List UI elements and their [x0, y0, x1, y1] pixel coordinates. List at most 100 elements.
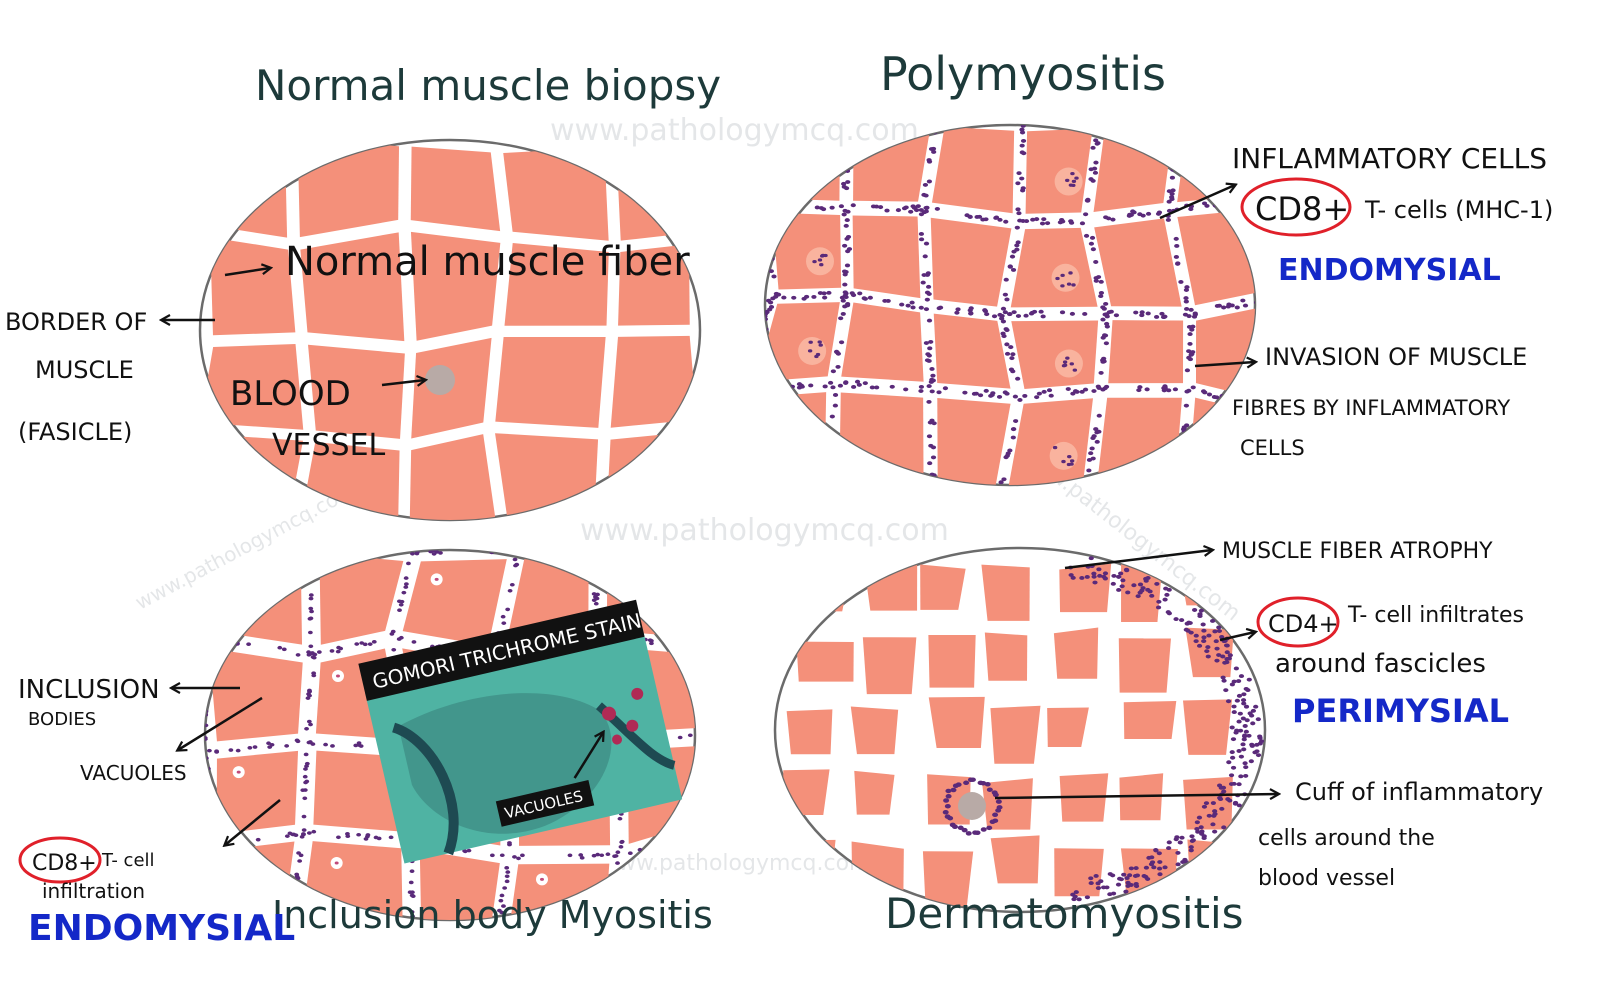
- inflammatory-cell: [1258, 244, 1263, 248]
- inflammatory-cell: [1104, 314, 1110, 319]
- inflammatory-cell: [1098, 370, 1104, 375]
- inflammatory-cell: [747, 394, 752, 398]
- perifascicular-cell: [1157, 860, 1163, 864]
- perifascicular-cell: [1220, 785, 1227, 790]
- inflammatory-cell: [1011, 310, 1017, 315]
- perifascicular-cell: [1068, 573, 1074, 577]
- panel-title: Dermatomyositis: [885, 889, 1244, 938]
- inflammatory-cell: [653, 844, 659, 849]
- inflammatory-cell: [613, 854, 619, 858]
- inflammatory-cell: [1020, 186, 1026, 191]
- inflammatory-cell: [711, 644, 716, 648]
- watermark: www.pathologymcq.com: [580, 513, 949, 548]
- inflammatory-cell: [1006, 119, 1011, 123]
- inflammatory-cell: [765, 248, 769, 253]
- inflammatory-cell: [205, 782, 209, 787]
- inflammatory-cell: [831, 486, 836, 490]
- inflammatory-cell: [615, 850, 621, 855]
- cuff-label: Cuff of inflammatory: [1295, 778, 1543, 806]
- perifascicular-cell: [1250, 708, 1256, 713]
- inflammatory-cell: [1246, 118, 1251, 122]
- perifascicular-cell: [1253, 704, 1259, 709]
- inflammatory-cell: [914, 494, 919, 498]
- inflammatory-cell: [304, 779, 310, 784]
- inflammatory-cell: [1133, 310, 1139, 315]
- inflammatory-cell: [1209, 482, 1215, 485]
- muscle-fiber: [841, 302, 924, 382]
- inflammatory-cell: [818, 343, 823, 347]
- perifascicular-cell: [1201, 635, 1207, 640]
- inflammatory-cell: [845, 180, 851, 185]
- inflammatory-cell: [884, 208, 890, 213]
- perifascicular-cell: [1206, 813, 1212, 818]
- inflammatory-cell: [512, 557, 518, 562]
- inflammatory-cell: [191, 596, 196, 600]
- inflammatory-cell: [833, 349, 840, 354]
- inflammatory-cell: [1000, 498, 1005, 502]
- inflammatory-cell: [306, 572, 312, 576]
- inflammatory-cell: [596, 567, 602, 572]
- muscle-fiber: [410, 231, 501, 341]
- infiltration-label: infiltration: [42, 879, 145, 903]
- inflammatory-cell: [770, 296, 776, 301]
- perifascicular-cell: [1227, 653, 1233, 658]
- cuff-cell: [963, 780, 970, 786]
- inflammatory-cell: [831, 434, 838, 439]
- inflammatory-cell: [877, 205, 884, 210]
- inflammatory-cell: [345, 834, 351, 839]
- inflammatory-cell: [509, 582, 515, 587]
- inflammatory-cell: [977, 499, 982, 503]
- inflammatory-cell: [692, 645, 695, 650]
- perifascicular-cell: [1192, 608, 1198, 612]
- inflammatory-cell: [1017, 500, 1022, 504]
- inflammatory-cell: [803, 439, 808, 443]
- inflammatory-cell: [316, 650, 322, 654]
- panel-dermatomyositis: Dermatomyositis MUSCLE FIBER ATROPHY CD4…: [773, 539, 1543, 938]
- inflammatory-cell: [786, 491, 791, 495]
- perifascicular-cell: [1212, 809, 1218, 814]
- tcell-label: T- cell: [101, 850, 155, 871]
- inflammatory-cell: [841, 184, 847, 189]
- perifascicular-cell: [1236, 719, 1242, 724]
- inflammatory-cell: [926, 318, 933, 323]
- perifascicular-cell: [1226, 656, 1232, 661]
- inflammatory-cell: [304, 761, 310, 766]
- inflammatory-cell: [323, 742, 328, 747]
- inflammatory-cell: [578, 853, 584, 857]
- inflammatory-cell: [1059, 125, 1065, 127]
- inflammatory-cell: [367, 642, 373, 646]
- perifascicular-cell: [1201, 628, 1207, 633]
- inflammatory-cell: [709, 612, 714, 616]
- inflammatory-cell: [999, 496, 1004, 500]
- perifascicular-cell: [1231, 679, 1237, 684]
- inflammatory-cell: [1096, 386, 1102, 390]
- inflammatory-cell: [1071, 179, 1077, 184]
- inflammatory-cell: [653, 550, 658, 555]
- inflammatory-cell: [1093, 260, 1099, 264]
- inflammatory-cell: [714, 563, 719, 567]
- inflammatory-cell: [1174, 163, 1180, 168]
- inflammatory-cell: [936, 390, 942, 395]
- inflammatory-cell: [1081, 119, 1086, 123]
- perifascicular-cell: [1229, 725, 1235, 730]
- inflammatory-cell: [1137, 385, 1143, 390]
- perifascicular-cell: [1179, 618, 1185, 623]
- inflammatory-cell: [1136, 388, 1142, 393]
- inflammatory-cell: [646, 942, 651, 946]
- inflammatory-cell: [843, 381, 849, 385]
- inflammatory-cell: [497, 908, 502, 913]
- inflammatory-cell: [233, 838, 239, 843]
- inflammatory-cell: [857, 291, 863, 296]
- inflammatory-cell: [308, 644, 314, 649]
- inflammatory-cell: [1189, 327, 1195, 332]
- inflammatory-cell: [791, 492, 796, 496]
- inflammatory-cell: [926, 384, 932, 389]
- inflammatory-cell: [1150, 492, 1155, 496]
- inflammatory-cell: [196, 611, 201, 615]
- inflammatory-cell: [905, 303, 911, 308]
- inclusion-body: [232, 575, 237, 579]
- inflammatory-cell: [931, 150, 937, 154]
- inflammatory-cell: [364, 550, 370, 553]
- inflammatory-cell: [841, 212, 847, 217]
- inflammatory-cell: [1016, 211, 1022, 216]
